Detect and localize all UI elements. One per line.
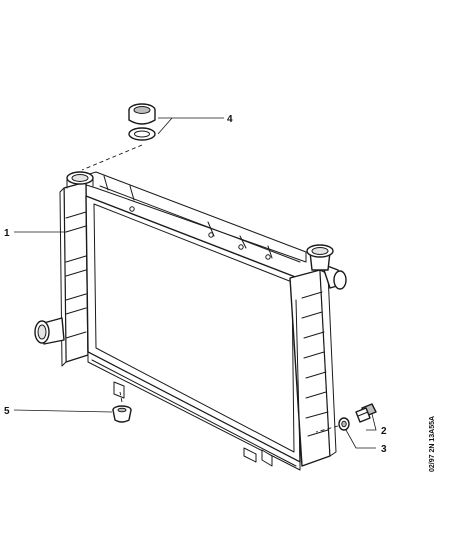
callout-1: 1 xyxy=(4,228,10,239)
callout-5: 5 xyxy=(4,406,10,417)
callout-4: 4 xyxy=(227,114,233,125)
radiator-icon xyxy=(34,171,347,471)
leader-line-2 xyxy=(366,413,377,431)
callout-2: 2 xyxy=(381,426,387,437)
plug-alignment-line xyxy=(315,425,339,433)
drain-plug-icon xyxy=(355,403,377,423)
leader-line-3 xyxy=(345,429,376,449)
washer-icon xyxy=(338,417,350,431)
cap-alignment-line xyxy=(81,144,143,171)
mount-alignment-line xyxy=(119,391,123,403)
callout-3: 3 xyxy=(381,444,387,455)
leader-line-5 xyxy=(13,409,113,413)
rubber-mount-icon xyxy=(112,405,132,423)
filler-cap-icon xyxy=(128,103,156,141)
reference-code: 02/97 2N 13A55A xyxy=(429,416,436,472)
leader-line-4 xyxy=(157,117,224,135)
